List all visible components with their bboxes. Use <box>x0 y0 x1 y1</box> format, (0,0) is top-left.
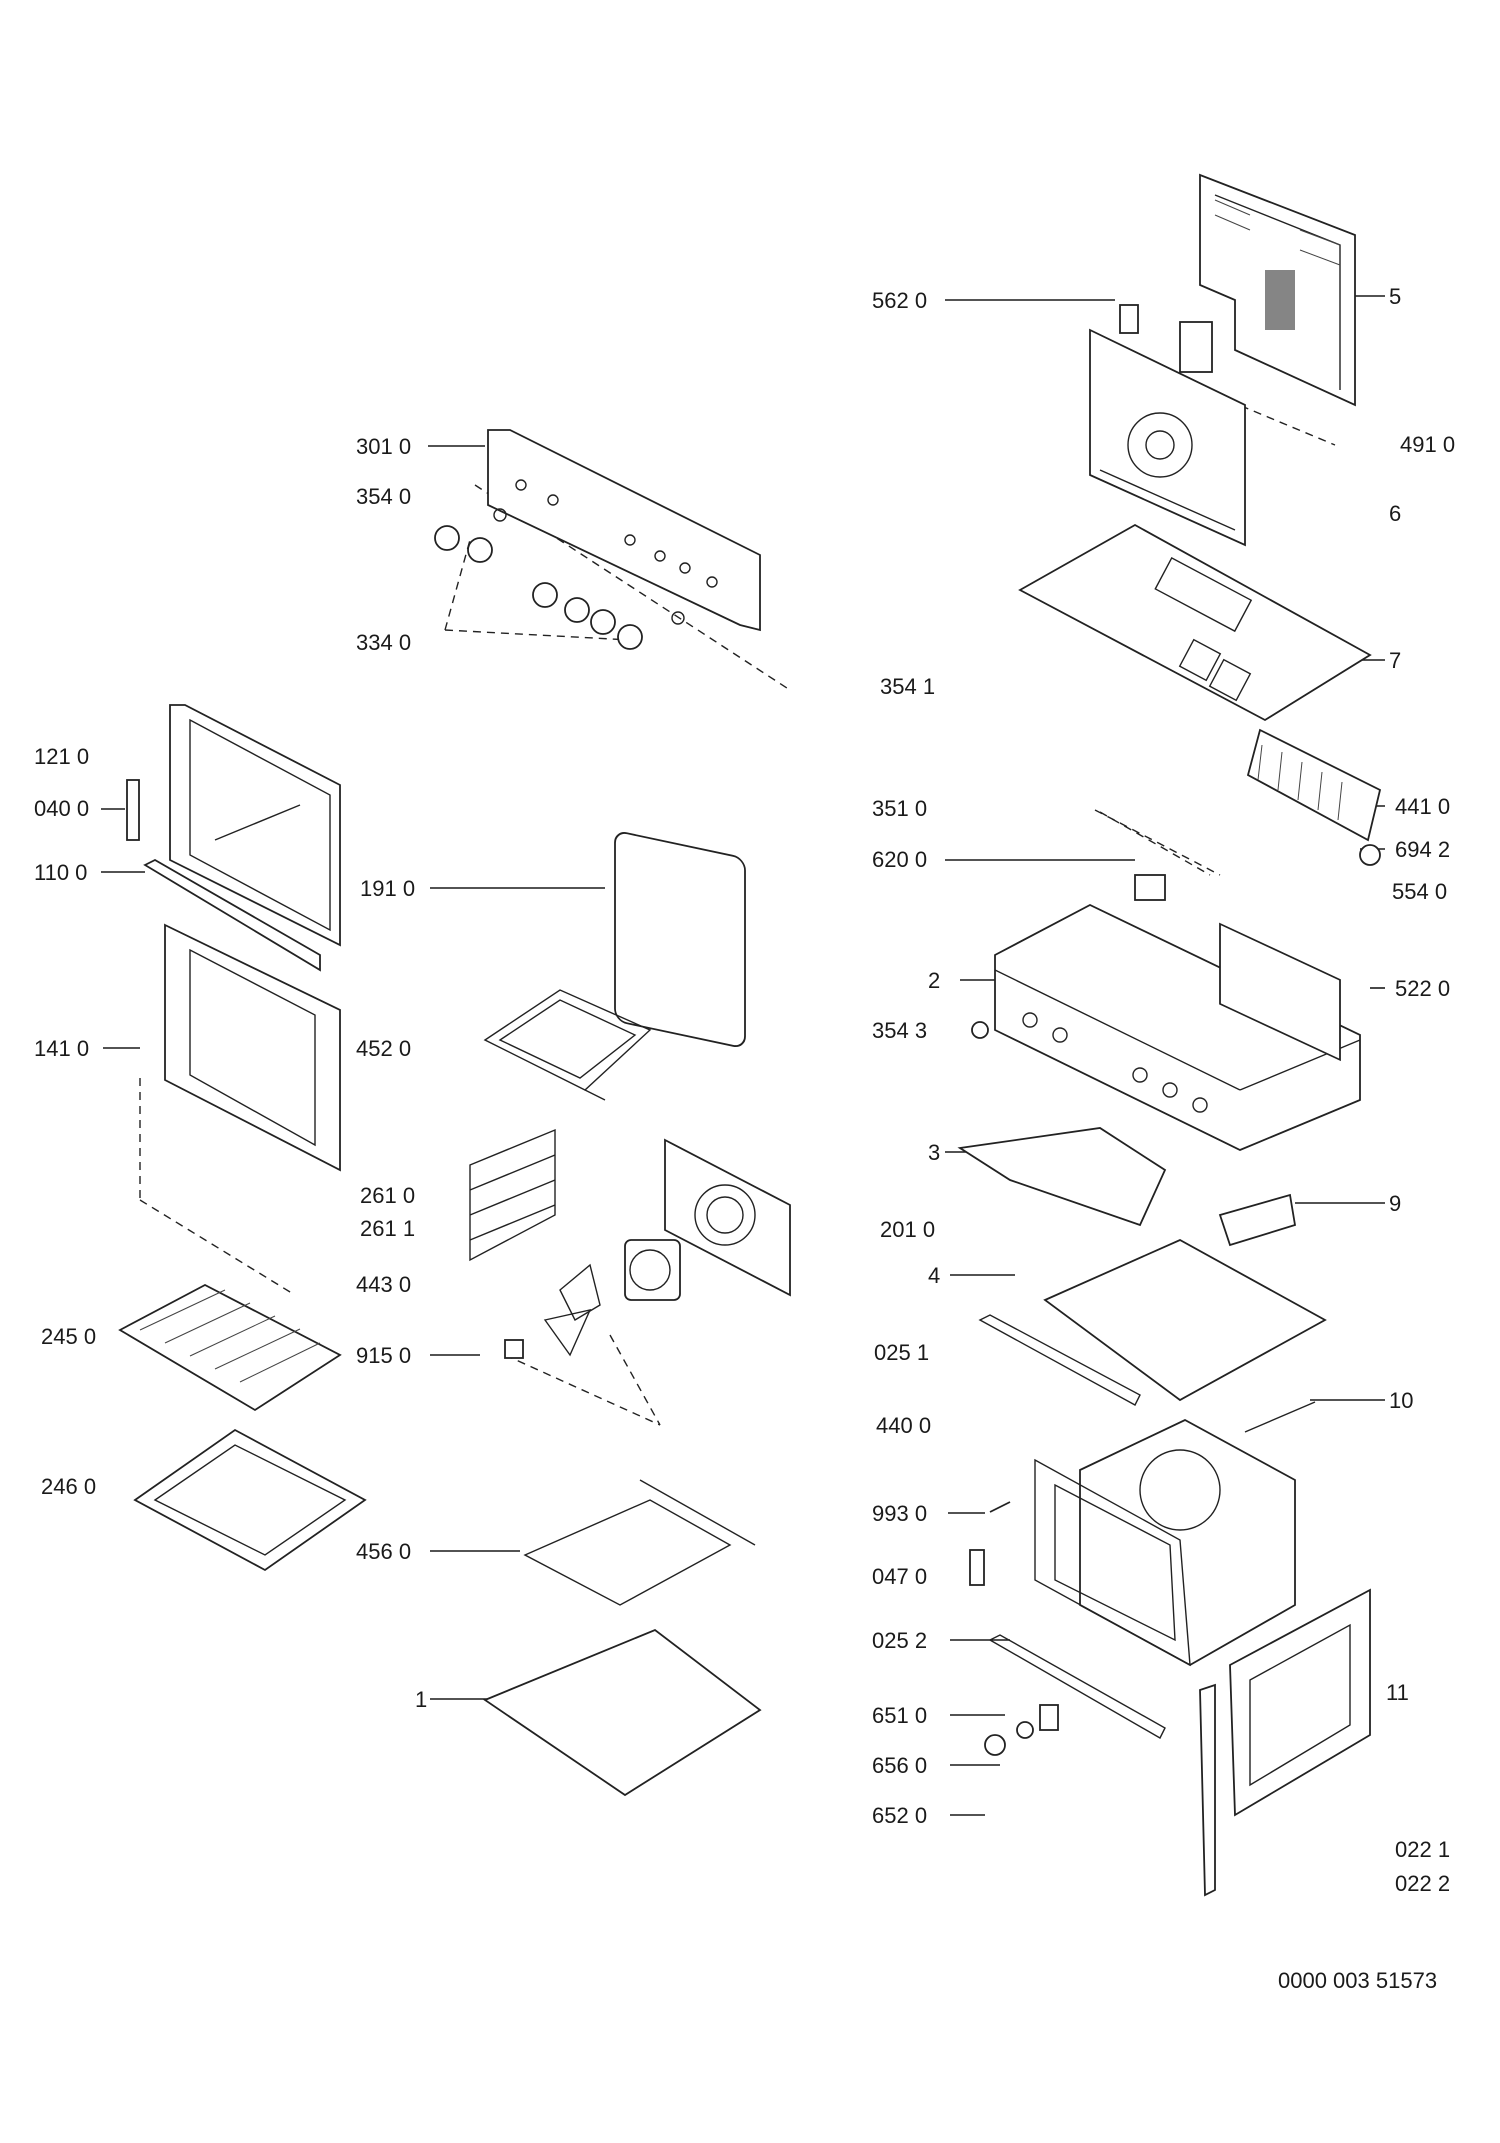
part-025-2-rail <box>988 1634 1166 1739</box>
part-620-switch <box>1134 874 1166 901</box>
part-354-3-screw <box>971 1021 989 1039</box>
part-4-plate <box>1043 1238 1327 1402</box>
label-652-0: 652 0 <box>872 1803 927 1828</box>
label-022-2: 022 2 <box>1395 1871 1450 1896</box>
label-3: 3 <box>928 1140 940 1165</box>
label-2: 2 <box>928 968 940 993</box>
label-440-0: 440 0 <box>876 1413 931 1438</box>
label-261-1: 261 1 <box>360 1216 415 1241</box>
part-191-glass <box>614 832 746 1047</box>
label-9: 9 <box>1389 1191 1401 1216</box>
label-452-0: 452 0 <box>356 1036 411 1061</box>
callout-labels: 562 0 5 491 0 6 301 0 354 0 334 0 354 1 … <box>34 284 1455 1993</box>
label-354-0: 354 0 <box>356 484 411 509</box>
label-354-1: 354 1 <box>880 674 935 699</box>
part-1-bottom-plate <box>483 1628 762 1797</box>
label-351-0: 351 0 <box>872 796 927 821</box>
label-562-0: 562 0 <box>872 288 927 313</box>
part-246-baking-tray <box>133 1428 367 1572</box>
label-620-0: 620 0 <box>872 847 927 872</box>
part-040-hinge <box>126 779 140 841</box>
part-443-fan-cover <box>664 1138 791 1297</box>
label-141-0: 141 0 <box>34 1036 89 1061</box>
part-245-wire-rack <box>118 1283 342 1412</box>
part-491-box <box>1179 321 1213 373</box>
label-201-0: 201 0 <box>880 1217 935 1242</box>
part-141-inner-door <box>164 923 341 1172</box>
part-11-front-frame <box>1199 1588 1371 1897</box>
part-047-clip <box>969 1549 985 1586</box>
label-047-0: 047 0 <box>872 1564 927 1589</box>
label-261-0: 261 0 <box>360 1183 415 1208</box>
part-652-holder <box>1039 1704 1059 1731</box>
label-354-3: 354 3 <box>872 1018 927 1043</box>
label-7: 7 <box>1389 648 1401 673</box>
part-7-top-plate <box>1018 523 1372 722</box>
part-694-knob <box>1359 844 1381 866</box>
part-440-oven-cavity <box>1034 1418 1296 1667</box>
drawing-number: 0000 003 51573 <box>1278 1968 1437 1993</box>
label-10: 10 <box>1389 1388 1413 1413</box>
part-2-base-frame <box>994 903 1361 1151</box>
part-301-control-panel <box>434 429 761 650</box>
part-441-fan <box>1246 728 1382 842</box>
part-351-rod <box>1099 811 1211 876</box>
label-110-0: 110 0 <box>34 860 87 885</box>
label-915-0: 915 0 <box>356 1343 411 1368</box>
label-1: 1 <box>415 1687 427 1712</box>
label-040-0: 040 0 <box>34 796 89 821</box>
label-441-0: 441 0 <box>1395 794 1450 819</box>
part-025-1-rail <box>978 1314 1141 1406</box>
label-554-0: 554 0 <box>1392 879 1447 904</box>
label-694-2: 694 2 <box>1395 837 1450 862</box>
label-522-0: 522 0 <box>1395 976 1450 1001</box>
part-656-knob <box>984 1734 1006 1756</box>
part-651-lamp <box>1016 1721 1034 1739</box>
label-121-0: 121 0 <box>34 744 89 769</box>
part-10-rod <box>1244 1401 1316 1433</box>
part-9-cover <box>1218 1193 1297 1247</box>
label-025-2: 025 2 <box>872 1628 927 1653</box>
part-993-screw <box>989 1501 1011 1513</box>
label-4: 4 <box>928 1263 940 1288</box>
part-121-outer-door <box>169 704 341 947</box>
label-301-0: 301 0 <box>356 434 411 459</box>
label-6: 6 <box>1389 501 1401 526</box>
label-651-0: 651 0 <box>872 1703 927 1728</box>
part-915-fan-motor <box>504 1239 681 1359</box>
label-656-0: 656 0 <box>872 1753 927 1778</box>
label-993-0: 993 0 <box>872 1501 927 1526</box>
label-5: 5 <box>1389 284 1401 309</box>
label-334-0: 334 0 <box>356 630 411 655</box>
part-562-bracket <box>1119 304 1139 334</box>
label-191-0: 191 0 <box>360 876 415 901</box>
part-110-door-trim <box>143 858 321 972</box>
part-456-bottom-element <box>523 1479 756 1606</box>
label-022-1: 022 1 <box>1395 1837 1450 1862</box>
label-456-0: 456 0 <box>356 1539 411 1564</box>
label-246-0: 246 0 <box>41 1474 96 1499</box>
part-5-rear-panel <box>1199 173 1356 407</box>
part-3-housing <box>957 1127 1167 1227</box>
label-025-1: 025 1 <box>874 1340 929 1365</box>
part-6-rear-wall <box>1089 328 1246 547</box>
part-452-grill-element <box>483 989 652 1101</box>
label-491-0: 491 0 <box>1400 432 1455 457</box>
label-245-0: 245 0 <box>41 1324 96 1349</box>
label-11: 11 <box>1386 1680 1409 1705</box>
label-443-0: 443 0 <box>356 1272 411 1297</box>
part-261-side-rails <box>469 1128 556 1262</box>
